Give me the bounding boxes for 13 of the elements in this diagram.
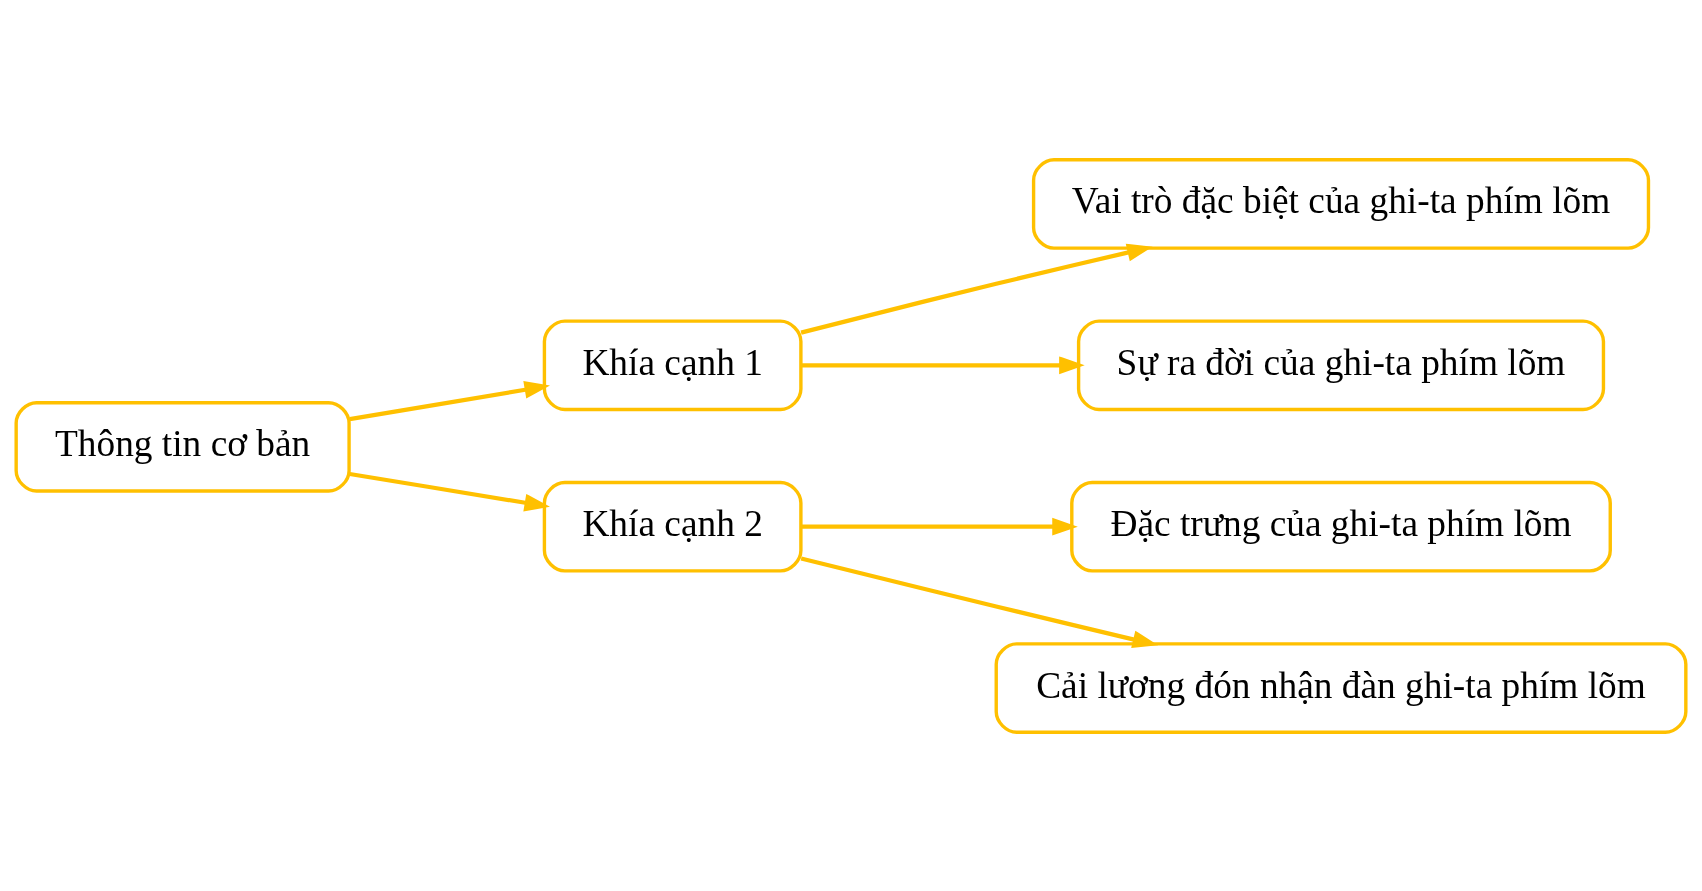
node-box: Sự ra đời của ghi-ta phím lõm (1076, 318, 1606, 411)
node-box: Khía cạnh 1 (542, 318, 803, 411)
node-box: Khía cạnh 2 (542, 480, 803, 573)
arrow (801, 355, 1085, 374)
node-box: Thông tin cơ bản (14, 400, 351, 493)
arrow (800, 555, 1159, 648)
arrow (349, 380, 550, 421)
node-box: Vai trò đặc biệt của ghi-ta phím lõm (1031, 157, 1651, 250)
arrow (349, 471, 550, 512)
node-box: Đặc trưng của ghi-ta phím lõm (1070, 480, 1612, 573)
arrow (801, 517, 1078, 536)
node-box: Cải lương đón nhận đàn ghi-ta phím lõm (994, 641, 1688, 734)
arrow (800, 243, 1153, 335)
